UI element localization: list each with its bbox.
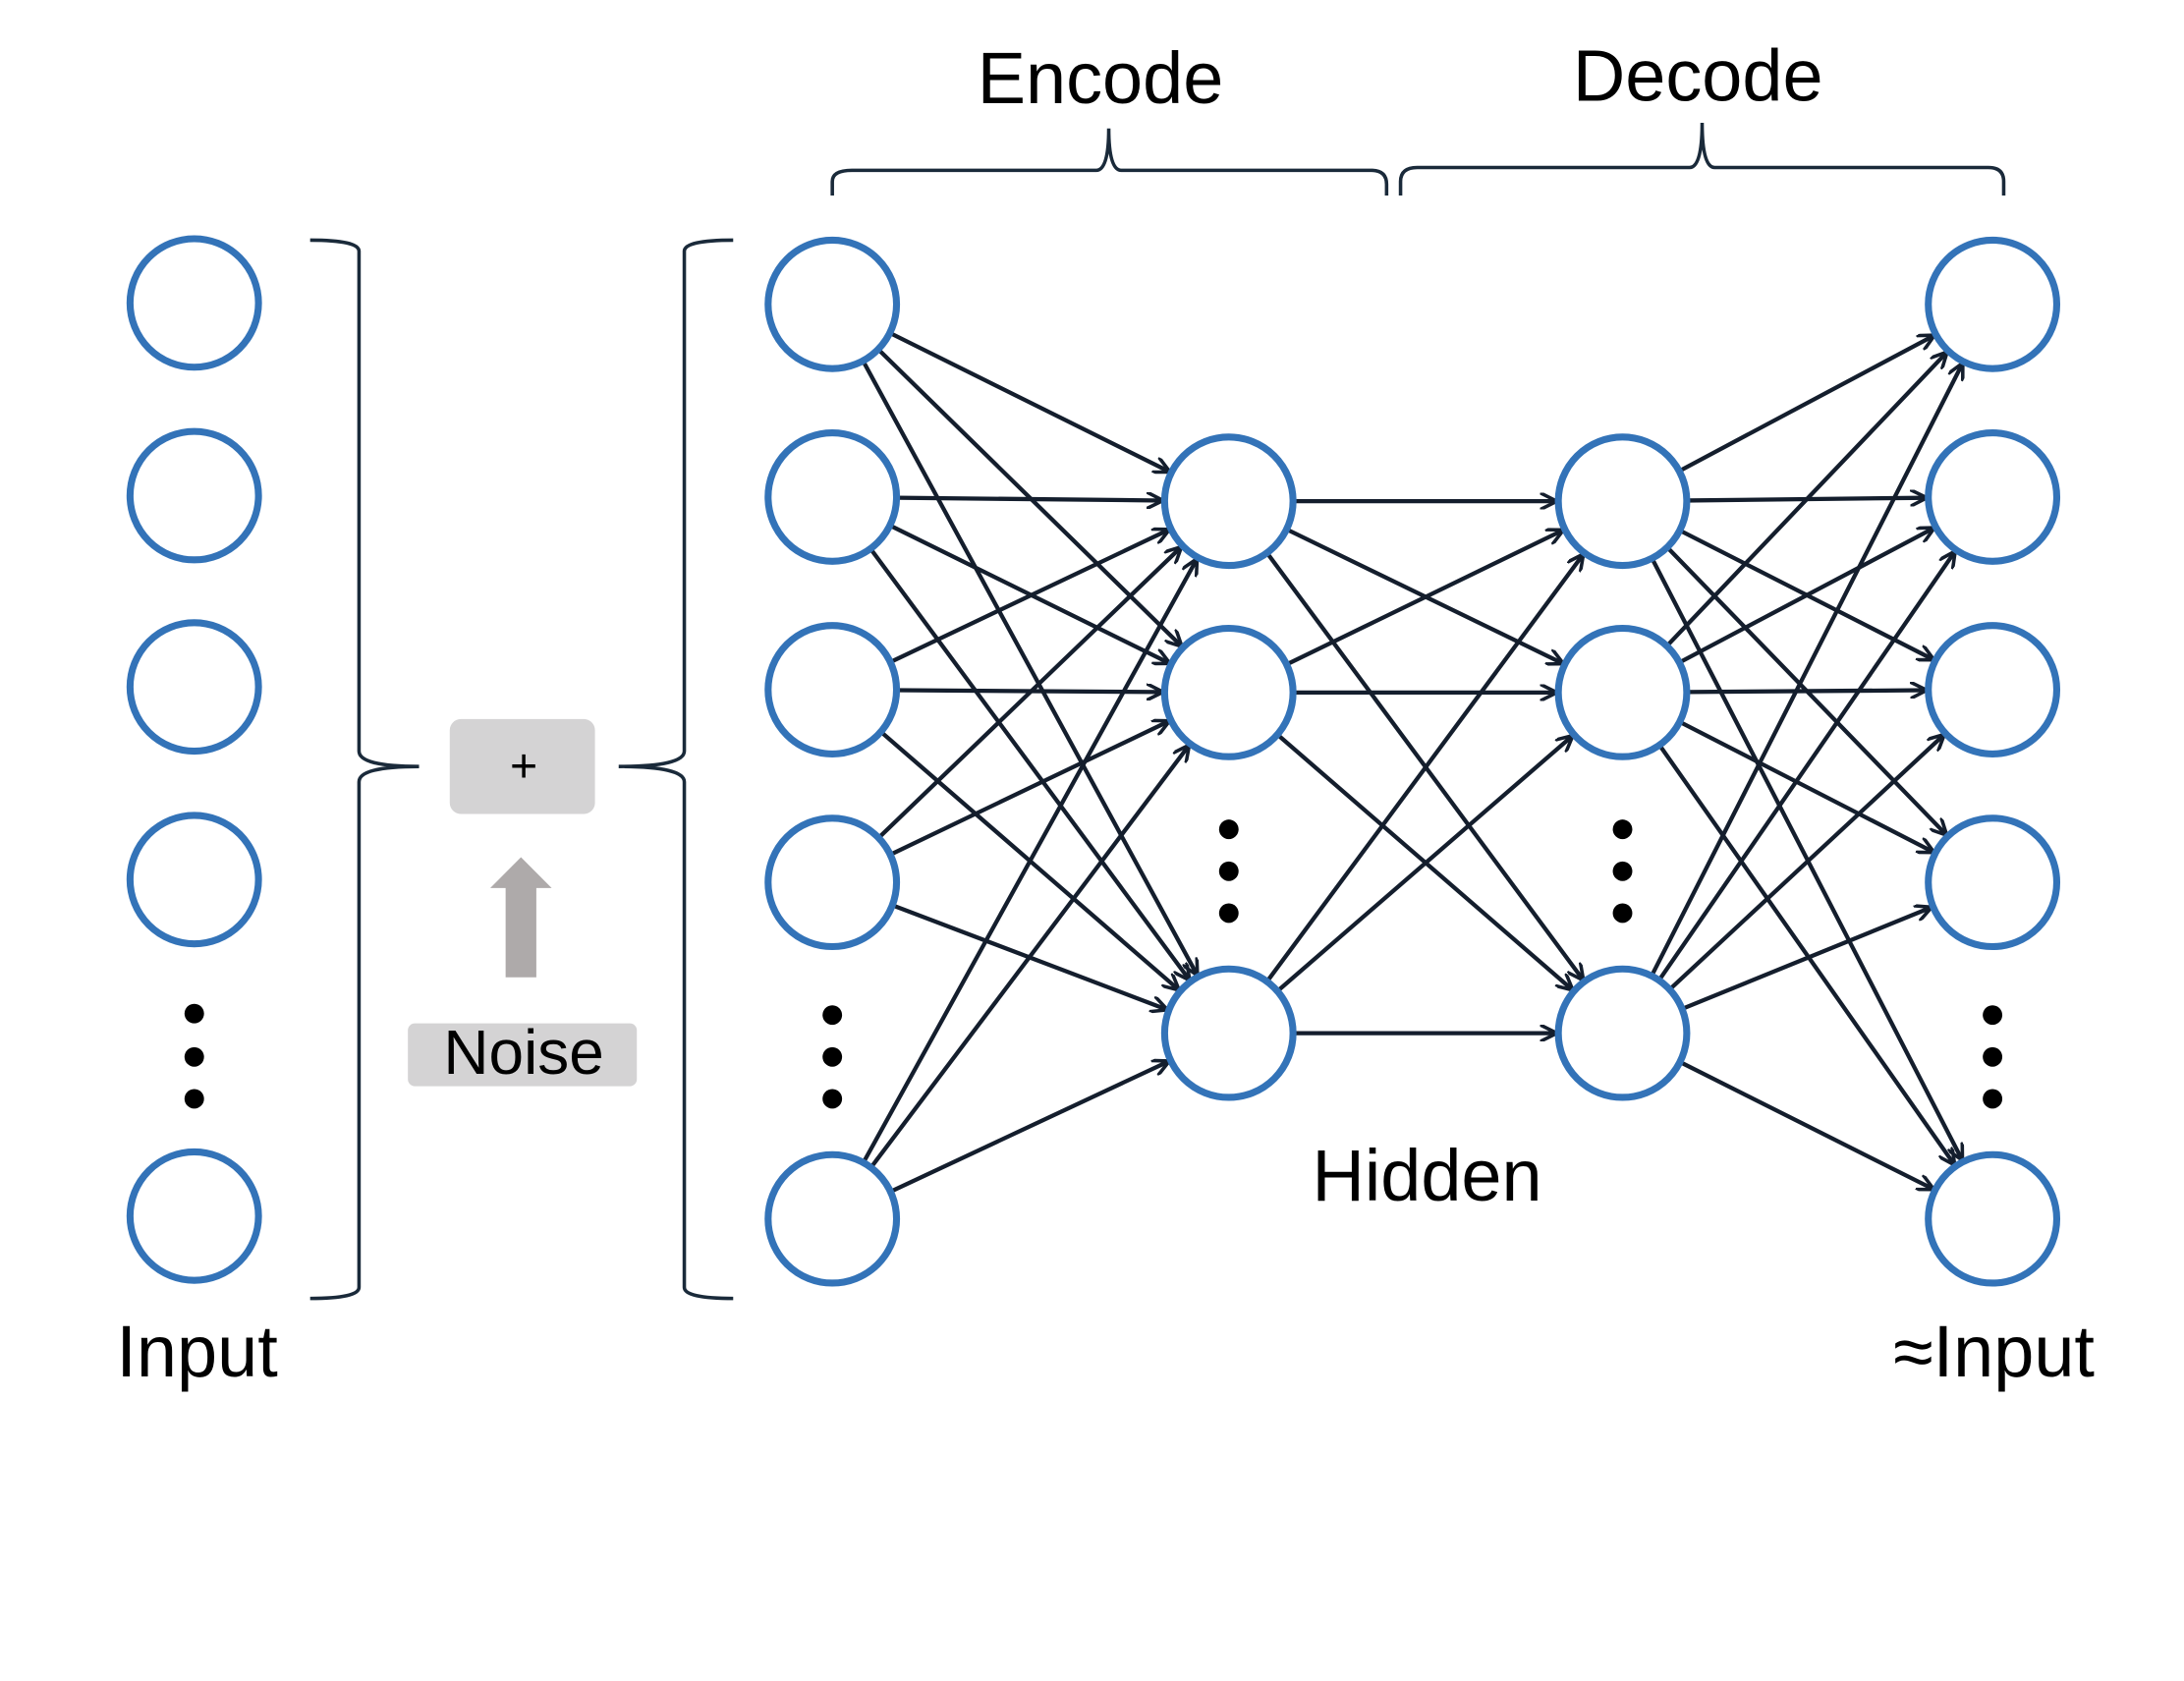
corrupted-input-bracket — [618, 238, 734, 1301]
input-node — [126, 235, 262, 371]
edge-encoded-to-decoded — [1285, 531, 1563, 667]
decoded-ellipsis-dot — [1612, 861, 1633, 881]
decoded-node — [1554, 433, 1691, 570]
corrupted-node — [764, 622, 901, 757]
output-node — [1925, 1150, 2061, 1287]
edge-corrupted-to-encoded — [868, 746, 1189, 1169]
noise-block: + Noise — [408, 718, 638, 1088]
input-label: Input — [116, 1311, 277, 1392]
input-node — [126, 812, 262, 948]
edge-decoded-to-output — [1667, 735, 1943, 991]
edge-decoded-to-output — [1678, 336, 1933, 474]
edge-decoded-to-output — [1656, 552, 1955, 982]
input-ellipsis-dot — [184, 1003, 204, 1024]
edge-decoded-to-output — [1657, 744, 1954, 1163]
edge-decoded-to-output — [1681, 908, 1931, 1011]
encode-bracket — [830, 128, 1389, 196]
encoded-ellipsis-dot — [1218, 903, 1239, 924]
edge-encoded-to-decoded — [1264, 555, 1583, 983]
decoded-ellipsis-dot — [1612, 903, 1633, 924]
input-node — [126, 427, 262, 564]
input-bracket — [309, 238, 420, 1301]
output-node — [1925, 236, 2061, 372]
edge-decoded-to-output — [1678, 529, 1932, 665]
edge-corrupted-to-encoded — [889, 721, 1168, 857]
plus-symbol: + — [510, 740, 537, 793]
encoded-node — [1160, 624, 1297, 760]
decoded-node — [1554, 624, 1691, 760]
edge-corrupted-to-encoded — [896, 498, 1162, 501]
input-ellipsis-dot — [184, 1046, 204, 1067]
input-node — [126, 1148, 262, 1284]
output-ellipsis-dot — [1983, 1089, 2003, 1109]
output-label: ≈Input — [1893, 1311, 2095, 1392]
edge-corrupted-to-encoded — [889, 1062, 1168, 1194]
encoded-ellipsis-dot — [1218, 819, 1239, 840]
corrupted-node — [764, 814, 901, 951]
output-ellipsis-dot — [1983, 1005, 2003, 1026]
corrupted-ellipsis-dot — [822, 1046, 843, 1067]
encoded-node — [1160, 965, 1297, 1101]
corrupted-ellipsis-dot — [822, 1089, 843, 1109]
decoded-ellipsis-dot — [1612, 819, 1633, 840]
corrupted-node — [764, 428, 901, 565]
output-node — [1925, 814, 2061, 951]
neuron-nodes — [126, 235, 2061, 1287]
hidden-label: Hidden — [1313, 1135, 1542, 1216]
noise-box — [408, 1023, 638, 1087]
corrupted-node — [764, 1150, 901, 1287]
decode-label: Decode — [1573, 34, 1823, 116]
edge-corrupted-to-encoded — [861, 360, 1197, 974]
encoded-ellipsis-dot — [1218, 861, 1239, 881]
edge-decoded-to-output — [1686, 691, 1926, 693]
edge-corrupted-to-encoded — [876, 547, 1180, 840]
brackets — [309, 123, 2006, 1301]
plus-box — [449, 718, 595, 814]
noise-label: Noise — [443, 1017, 603, 1088]
edge-decoded-to-output — [1665, 353, 1946, 648]
edge-decoded-to-output — [1678, 719, 1933, 852]
output-ellipsis-dot — [1983, 1046, 2003, 1067]
edge-corrupted-to-encoded — [868, 547, 1189, 979]
input-ellipsis-dot — [184, 1089, 204, 1109]
connection-edges — [861, 330, 1962, 1194]
encode-label: Encode — [978, 37, 1224, 119]
input-node — [126, 619, 262, 756]
edge-corrupted-to-encoded — [861, 560, 1197, 1164]
edge-decoded-to-output — [1678, 1060, 1932, 1189]
edge-encoded-to-decoded — [1275, 736, 1572, 993]
decode-bracket — [1398, 123, 2006, 196]
encoded-node — [1160, 433, 1297, 570]
corrupted-node — [764, 236, 901, 372]
up-arrow-icon — [490, 857, 552, 978]
edge-corrupted-to-encoded — [889, 530, 1168, 664]
ellipsis-dots — [184, 819, 2003, 1109]
edge-decoded-to-output — [1650, 557, 1961, 1159]
corrupted-ellipsis-dot — [822, 1005, 843, 1026]
output-node — [1925, 428, 2061, 565]
edge-decoded-to-output — [1650, 364, 1962, 978]
edge-corrupted-to-encoded — [888, 330, 1169, 472]
output-node — [1925, 622, 2061, 757]
decoded-node — [1554, 965, 1691, 1101]
